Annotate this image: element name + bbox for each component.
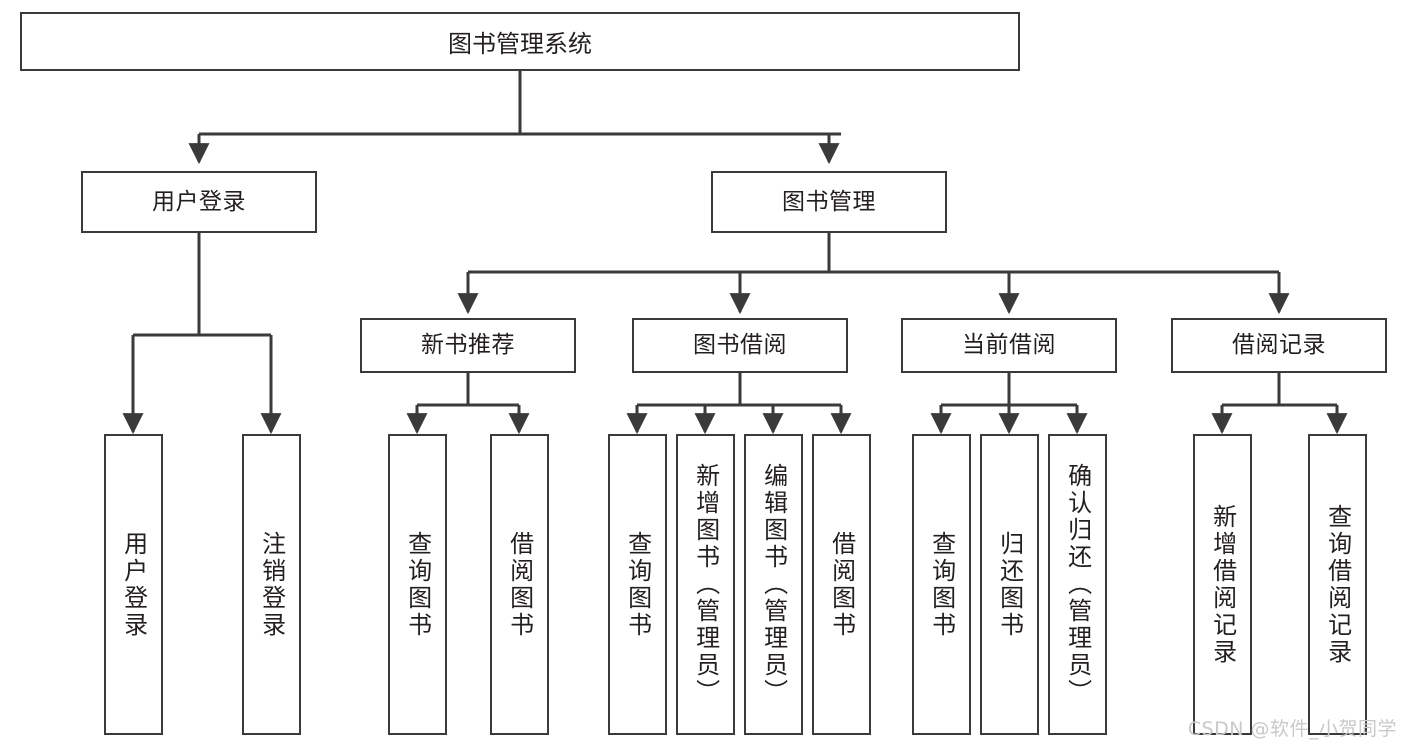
node-label: 编辑图书（管理员） (759, 463, 788, 706)
node-label: 借阅图书 (827, 530, 856, 639)
node-root-system[interactable]: 图书管理系统 (20, 12, 1020, 71)
node-leaf-query-record[interactable]: 查询借阅记录 (1308, 434, 1367, 735)
node-label: 注销登录 (257, 530, 286, 639)
node-label: 当前借阅 (962, 332, 1056, 359)
node-label: 确认归还（管理员） (1063, 463, 1092, 706)
node-leaf-borrow-book-2[interactable]: 借阅图书 (812, 434, 871, 735)
node-label: 查询借阅记录 (1323, 503, 1352, 666)
node-label: 新增借阅记录 (1208, 503, 1237, 666)
node-user-login[interactable]: 用户登录 (81, 171, 317, 233)
node-label: 查询图书 (403, 530, 432, 639)
node-leaf-user-logout[interactable]: 注销登录 (242, 434, 301, 735)
node-label: 查询图书 (623, 530, 652, 639)
node-label: 用户登录 (152, 188, 246, 215)
node-leaf-query-book-2[interactable]: 查询图书 (608, 434, 667, 735)
node-book-manage[interactable]: 图书管理 (711, 171, 947, 233)
node-leaf-add-book[interactable]: 新增图书（管理员） (676, 434, 735, 735)
node-leaf-return-book[interactable]: 归还图书 (980, 434, 1039, 735)
node-current-borrow[interactable]: 当前借阅 (901, 318, 1117, 373)
node-leaf-edit-book[interactable]: 编辑图书（管理员） (744, 434, 803, 735)
node-label: 图书管理系统 (448, 30, 592, 58)
node-label: 新书推荐 (421, 332, 515, 359)
node-leaf-borrow-book-1[interactable]: 借阅图书 (490, 434, 549, 735)
watermark-text: CSDN @软件_小贺同学 (1187, 718, 1397, 740)
node-label: 借阅图书 (505, 530, 534, 639)
node-leaf-confirm-return[interactable]: 确认归还（管理员） (1048, 434, 1107, 735)
node-label: 图书管理 (782, 188, 876, 215)
node-leaf-user-login[interactable]: 用户登录 (104, 434, 163, 735)
node-label: 图书借阅 (693, 332, 787, 359)
node-label: 用户登录 (119, 530, 148, 639)
node-new-book-recommend[interactable]: 新书推荐 (360, 318, 576, 373)
node-label: 归还图书 (995, 530, 1024, 639)
node-label: 新增图书（管理员） (691, 463, 720, 706)
node-leaf-add-record[interactable]: 新增借阅记录 (1193, 434, 1252, 735)
node-book-borrow[interactable]: 图书借阅 (632, 318, 848, 373)
node-label: 借阅记录 (1232, 332, 1326, 359)
node-leaf-query-book-1[interactable]: 查询图书 (388, 434, 447, 735)
node-leaf-query-book-3[interactable]: 查询图书 (912, 434, 971, 735)
node-borrow-record[interactable]: 借阅记录 (1171, 318, 1387, 373)
node-label: 查询图书 (927, 530, 956, 639)
